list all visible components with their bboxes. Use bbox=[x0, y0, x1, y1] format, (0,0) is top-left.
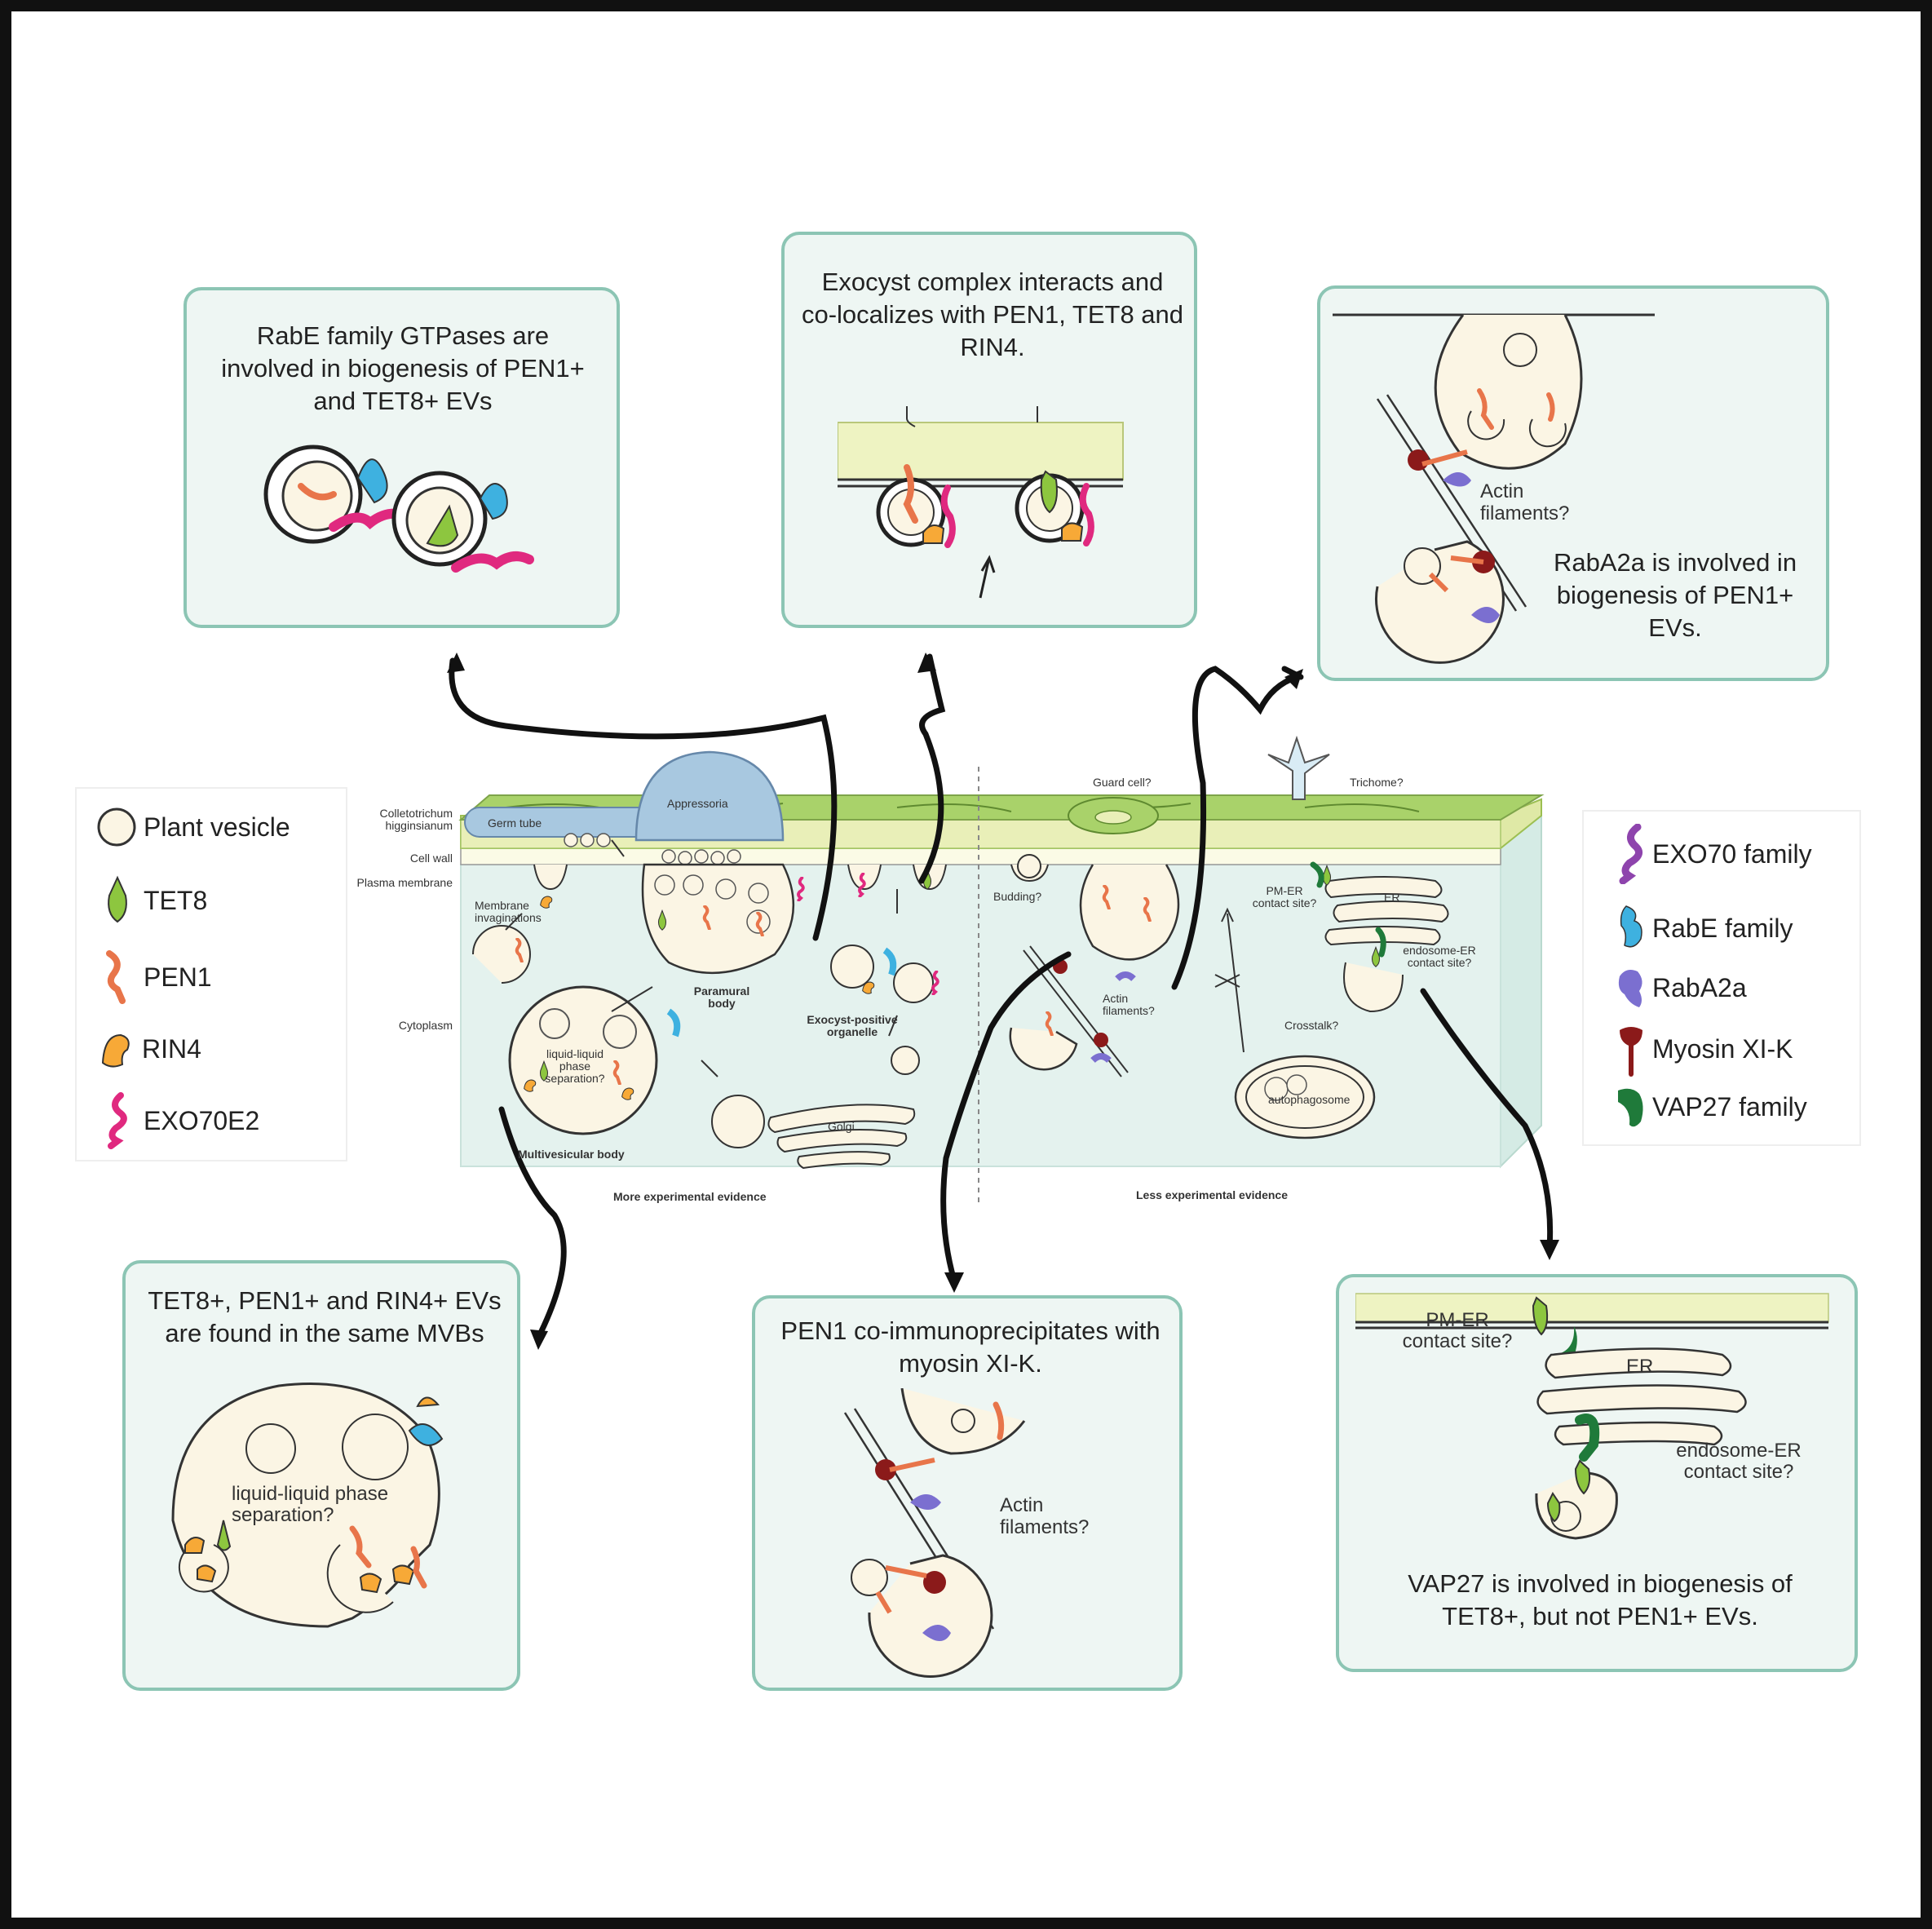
tet8-icon bbox=[108, 875, 127, 923]
label-trichome: Trichome? bbox=[1350, 776, 1404, 789]
label-guard-cell: Guard cell? bbox=[1093, 776, 1152, 789]
panel-exocyst: Exocyst complex interacts and co-localiz… bbox=[781, 232, 1197, 628]
label-crosstalk: Crosstalk? bbox=[1284, 1019, 1339, 1032]
raba2a-actin-label: Actin filaments? bbox=[1480, 480, 1570, 524]
legend-item-exo70-family: EXO70 family bbox=[1615, 824, 1812, 884]
label-more-evidence: More experimental evidence bbox=[613, 1190, 767, 1203]
rabe-family-icon bbox=[1620, 905, 1642, 948]
panel-myosin: PEN1 co-immunoprecipitates with myosin X… bbox=[752, 1295, 1183, 1691]
connector-arrowheads bbox=[447, 653, 1559, 1350]
label-budding: Budding? bbox=[993, 890, 1042, 903]
mvb-illustration bbox=[171, 1383, 444, 1628]
plant-vesicle-icon bbox=[97, 807, 136, 847]
exocyst-illustration bbox=[838, 406, 1124, 599]
vap27-er-label: ER bbox=[1626, 1356, 1654, 1378]
label-cytoplasm: Cytoplasm bbox=[398, 1019, 453, 1032]
raba2a-illustration bbox=[1333, 313, 1655, 664]
exo70e2-icon bbox=[108, 1092, 127, 1149]
legend-item-myosin: Myosin XI-K bbox=[1615, 1020, 1793, 1077]
mvb-lps-label: liquid-liquid phase separation? bbox=[232, 1483, 389, 1526]
panel-vap27: PM-ER contact site? ER endosome-ER conta… bbox=[1336, 1274, 1858, 1672]
panel-raba2a-text: RabA2a is involved in biogenesis of PEN1… bbox=[1553, 548, 1797, 642]
panel-rabe-text: RabE family GTPases are involved in biog… bbox=[221, 321, 585, 415]
myosin-icon bbox=[1620, 1027, 1642, 1077]
vap27-pm-er-label: PM-ER contact site? bbox=[1402, 1309, 1513, 1352]
center-cell-diagram bbox=[458, 735, 1545, 1207]
panel-rabe: RabE family GTPases are involved in biog… bbox=[183, 287, 620, 628]
legend-right: EXO70 family RabE family RabA2a Myosin X… bbox=[1582, 810, 1861, 1146]
connector-lines bbox=[449, 653, 1554, 1341]
label-lps-center: liquid-liquid phase separation? bbox=[545, 1047, 605, 1085]
legend-item-pen1: PEN1 bbox=[101, 950, 212, 1004]
panel-mvb-text: TET8+, PEN1+ and RIN4+ EVs are found in … bbox=[148, 1286, 502, 1347]
panel-raba2a: Actin filaments? RabA2a is involved in b… bbox=[1317, 285, 1829, 681]
rin4-icon bbox=[101, 1033, 130, 1068]
pen1-icon bbox=[106, 950, 126, 1004]
label-endosome-er: endosome-ER contact site? bbox=[1403, 944, 1476, 969]
rabe-vesicles-illustration bbox=[263, 445, 534, 573]
legend-item-rabe-family: RabE family bbox=[1615, 903, 1793, 953]
vap27-illustration bbox=[1355, 1293, 1829, 1540]
panel-vap27-text: VAP27 is involved in biogenesis of TET8+… bbox=[1408, 1569, 1793, 1630]
myosin-illustration bbox=[843, 1388, 1026, 1678]
exo70-family-icon bbox=[1619, 824, 1643, 884]
label-paramural-body: Paramural body bbox=[693, 984, 750, 1010]
label-membrane-invaginations: Membrane invaginations bbox=[475, 899, 542, 924]
label-exocyst-organelle: Exocyst-positive organelle bbox=[807, 1013, 898, 1038]
panel-myosin-text: PEN1 co-immunoprecipitates with myosin X… bbox=[780, 1316, 1161, 1378]
panel-exocyst-text: Exocyst complex interacts and co-localiz… bbox=[801, 268, 1184, 361]
label-autophagosome: autophagosome bbox=[1268, 1093, 1351, 1106]
legend-item-plant-vesicle: Plant vesicle bbox=[95, 805, 290, 849]
legend-item-tet8: TET8 bbox=[101, 874, 207, 927]
label-cell-wall: Cell wall bbox=[409, 852, 453, 865]
legend-item-exo70e2: EXO70E2 bbox=[101, 1092, 259, 1149]
label-less-evidence: Less experimental evidence bbox=[1136, 1188, 1288, 1201]
label-appressoria: Appressoria bbox=[667, 797, 728, 810]
legend-item-rin4: RIN4 bbox=[98, 1027, 201, 1071]
myosin-actin-label: Actin filaments? bbox=[1000, 1494, 1090, 1538]
vap27-endosome-er-label: endosome-ER contact site? bbox=[1676, 1440, 1802, 1483]
label-plasma-membrane: Plasma membrane bbox=[356, 876, 453, 889]
legend-item-vap27: VAP27 family bbox=[1615, 1081, 1807, 1133]
label-mvb: Multivesicular body bbox=[518, 1148, 625, 1161]
legend-item-raba2a: RabA2a bbox=[1615, 965, 1747, 1011]
legend-left: Plant vesicle TET8 PEN1 RIN4 EXO70E2 bbox=[75, 787, 347, 1161]
panel-mvb: TET8+, PEN1+ and RIN4+ EVs are found in … bbox=[122, 1260, 520, 1691]
label-pm-er: PM-ER contact site? bbox=[1252, 884, 1317, 909]
label-germ-tube: Germ tube bbox=[488, 816, 542, 830]
label-actin-center: Actin filaments? bbox=[1103, 992, 1155, 1017]
label-colletotrichum: Colletotrichum higginsianum bbox=[379, 807, 453, 832]
label-golgi: Golgi bbox=[828, 1120, 855, 1133]
vap27-icon bbox=[1618, 1088, 1643, 1127]
label-er: ER bbox=[1384, 891, 1400, 904]
raba2a-icon bbox=[1618, 970, 1642, 1007]
